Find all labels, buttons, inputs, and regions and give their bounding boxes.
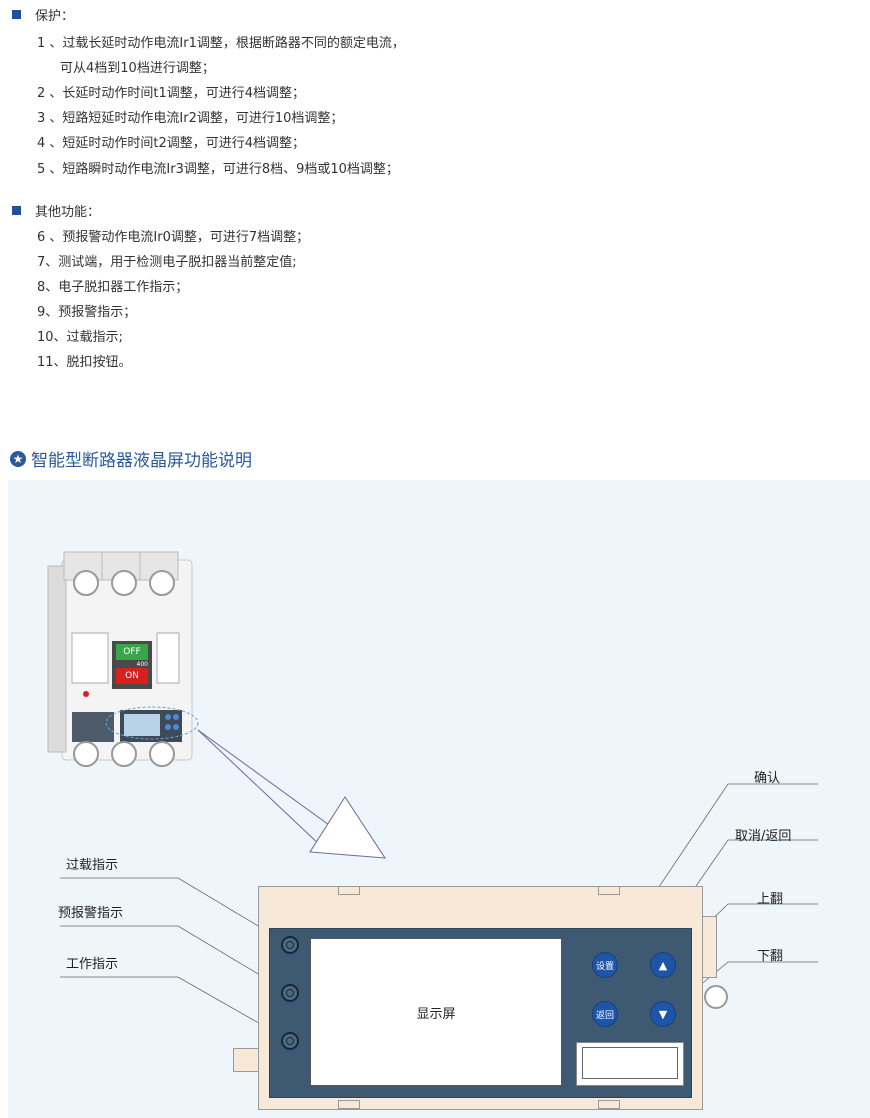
star-circle-icon: ★	[10, 450, 26, 467]
protection-heading: 保护：	[12, 5, 74, 24]
list-item: 可从4档到10档进行调整；	[60, 61, 215, 76]
highlight-ellipse	[105, 706, 199, 740]
lcd-screen: 显示屏	[310, 938, 562, 1086]
label-prealarm-indicator: 预报警指示	[58, 906, 124, 921]
list-item: 11、脱扣按钮。	[37, 355, 132, 370]
breaker-off-label: OFF	[123, 647, 141, 657]
list-item: 2 、长延时动作时间t1调整，可进行4档调整；	[37, 86, 306, 101]
list-item: 5 、短路瞬时动作电流Ir3调整，可进行8档、9档或10档调整；	[37, 162, 399, 177]
overload-indicator-led	[281, 936, 299, 954]
device-right-tab	[701, 916, 717, 978]
diagram-title: ★ 智能型断路器液晶屏功能说明	[10, 446, 252, 471]
square-bullet-icon	[12, 10, 21, 19]
up-arrow-button[interactable]: ▲	[651, 953, 675, 977]
list-item: 7、测试端，用于检测电子脱扣器当前整定值;	[37, 255, 297, 270]
lcd-screen-label: 显示屏	[416, 1006, 456, 1022]
device-notch	[598, 1100, 620, 1109]
list-item: 9、预报警指示；	[37, 305, 137, 320]
label-working-indicator: 工作指示	[66, 957, 119, 972]
device-notch	[338, 886, 360, 895]
working-indicator-led	[281, 1032, 299, 1050]
device-left-tab	[233, 1048, 260, 1072]
test-port-window	[582, 1047, 678, 1079]
label-confirm: 确认	[754, 771, 781, 786]
set-button[interactable]: 设置	[593, 953, 617, 977]
device-notch	[598, 886, 620, 895]
list-item: 1 、过载长延时动作电流Ir1调整，根据断路器不同的额定电流，	[37, 36, 405, 51]
device-mount-ring	[704, 985, 728, 1009]
square-bullet-icon	[12, 206, 21, 215]
prealarm-indicator-led	[281, 984, 299, 1002]
device-notch	[338, 1100, 360, 1109]
list-item: 3 、短路短延时动作电流Ir2调整，可进行10档调整；	[37, 111, 344, 126]
label-cancel-back: 取消/返回	[735, 829, 792, 844]
back-button[interactable]: 返回	[593, 1002, 617, 1026]
list-item: 10、过载指示;	[37, 330, 123, 345]
breaker-on-label: ON	[125, 671, 139, 681]
label-page-up: 上翻	[757, 892, 784, 907]
zoom-arrow-icon	[197, 729, 386, 859]
breaker-illustration	[47, 551, 193, 767]
list-item: 8、电子脱扣器工作指示；	[37, 280, 189, 295]
list-item: 6 、预报警动作电流Ir0调整，可进行7档调整；	[37, 230, 310, 245]
label-page-down: 下翻	[757, 949, 784, 964]
label-overload-indicator: 过载指示	[66, 858, 119, 873]
breaker-rating: 400	[136, 661, 148, 668]
down-arrow-button[interactable]: ▼	[651, 1002, 675, 1026]
other-heading: 其他功能：	[12, 201, 100, 220]
list-item: 4 、短延时动作时间t2调整，可进行4档调整；	[37, 136, 306, 151]
